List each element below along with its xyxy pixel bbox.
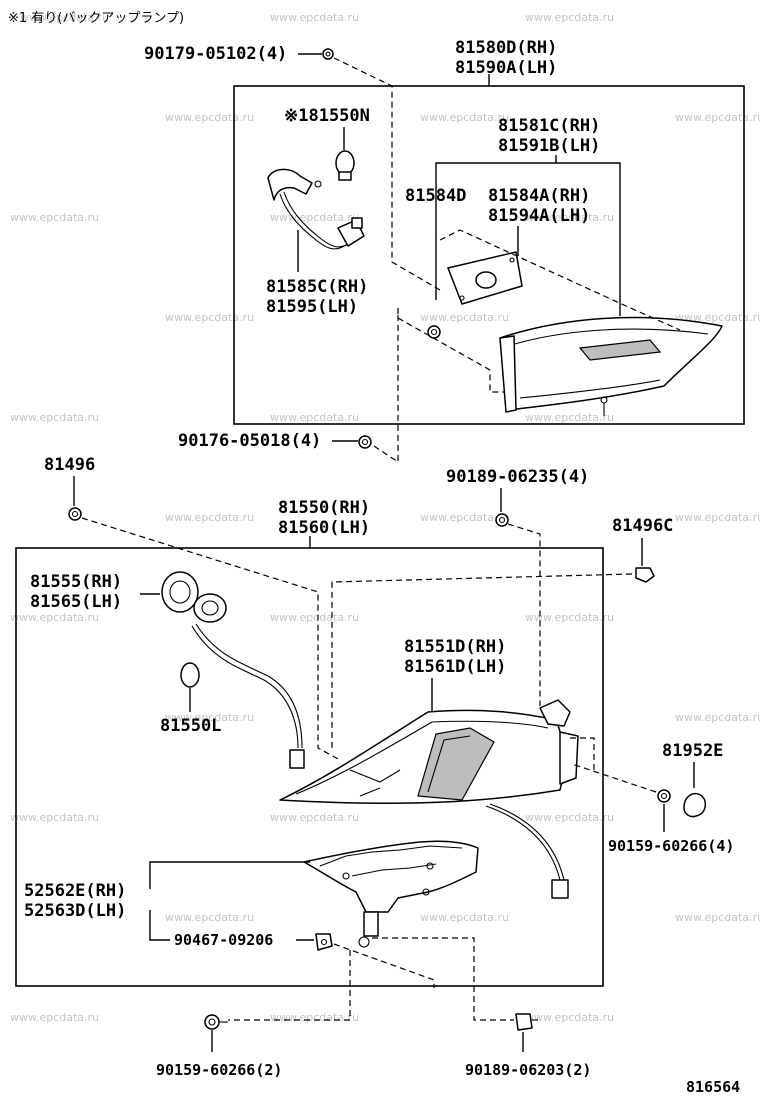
dashed-guide bbox=[507, 523, 541, 706]
watermark: www.epcdata.ru bbox=[20, 11, 109, 24]
watermark: www.epcdata.ru bbox=[270, 811, 359, 824]
dashed-guide bbox=[439, 229, 681, 331]
socket-wire-harness-icon bbox=[161, 571, 305, 769]
part-label-90159-60266-4: 90159-60266(4) bbox=[608, 837, 734, 855]
dashed-guide bbox=[397, 308, 504, 393]
part-label-81590a: 81590A(LH) bbox=[455, 58, 557, 78]
dashed-guide bbox=[228, 950, 351, 1021]
watermark: www.epcdata.ru bbox=[525, 411, 614, 424]
watermark: www.epcdata.ru bbox=[525, 11, 614, 24]
bolt-icon bbox=[515, 1013, 538, 1031]
bracket-line bbox=[435, 162, 621, 316]
dashed-guide bbox=[333, 943, 435, 988]
dashed-guide bbox=[81, 517, 341, 761]
bulb-icon bbox=[180, 662, 200, 688]
mounting-plate-icon bbox=[447, 251, 523, 305]
part-label-81952e: 81952E bbox=[662, 741, 723, 761]
watermark: www.epcdata.ru bbox=[270, 211, 359, 224]
inner-tail-lamp-icon bbox=[499, 316, 723, 416]
watermark: www.epcdata.ru bbox=[10, 411, 99, 424]
part-label-81594a: 81594A(LH) bbox=[488, 206, 590, 226]
watermark: www.epcdata.ru bbox=[165, 711, 254, 724]
watermark: www.epcdata.ru bbox=[165, 111, 254, 124]
bracket-line bbox=[149, 910, 170, 941]
watermark: www.epcdata.ru bbox=[525, 211, 614, 224]
part-label-81585c: 81585C(RH) bbox=[266, 277, 368, 297]
watermark: www.epcdata.ru bbox=[675, 311, 760, 324]
part-label-81565: 81565(LH) bbox=[30, 592, 122, 612]
screw-icon bbox=[657, 789, 671, 803]
part-label-81584d: 81584D bbox=[405, 186, 466, 206]
cap-icon bbox=[683, 792, 707, 818]
watermark: www.epcdata.ru bbox=[675, 111, 760, 124]
watermark: www.epcdata.ru bbox=[10, 811, 99, 824]
part-label-90189-06235: 90189-06235(4) bbox=[446, 467, 589, 487]
clip-icon bbox=[635, 567, 655, 583]
screw-icon bbox=[204, 1014, 228, 1030]
clip-icon bbox=[68, 507, 82, 521]
backup-lamp-note: ※1 有り(バックアップランプ) bbox=[8, 11, 184, 26]
part-label-81555: 81555(RH) bbox=[30, 572, 122, 592]
part-label-81551d: 81551D(RH) bbox=[404, 637, 506, 657]
part-label-81561d: 81561D(LH) bbox=[404, 657, 506, 677]
part-label-90179: 90179-05102(4) bbox=[144, 44, 287, 64]
nut-icon bbox=[322, 48, 334, 60]
watermark: www.epcdata.ru bbox=[270, 411, 359, 424]
dashed-guide bbox=[333, 57, 441, 291]
part-label-90159-60266-2: 90159-60266(2) bbox=[156, 1061, 282, 1079]
bulb-icon bbox=[335, 150, 355, 181]
clip-icon bbox=[315, 933, 333, 951]
watermark: www.epcdata.ru bbox=[165, 311, 254, 324]
part-label-81595: 81595(LH) bbox=[266, 297, 358, 317]
part-label-81581c: 81581C(RH) bbox=[498, 116, 600, 136]
lamp-bracket-icon bbox=[303, 840, 479, 948]
nut-icon bbox=[358, 435, 372, 449]
part-label-81496c: 81496C bbox=[612, 516, 673, 536]
watermark: www.epcdata.ru bbox=[525, 611, 614, 624]
watermark: www.epcdata.ru bbox=[10, 211, 99, 224]
part-label-81550l: 81550L bbox=[160, 716, 221, 736]
clip-icon bbox=[427, 325, 441, 339]
watermark: www.epcdata.ru bbox=[420, 311, 509, 324]
part-label-81591b: 81591B(LH) bbox=[498, 136, 600, 156]
watermark: www.epcdata.ru bbox=[270, 11, 359, 24]
part-label-90176: 90176-05018(4) bbox=[178, 431, 321, 451]
outer-tail-lamp-icon bbox=[279, 699, 579, 899]
dashed-guide bbox=[372, 937, 514, 1021]
watermark: www.epcdata.ru bbox=[525, 1011, 614, 1024]
part-label-90189-06203: 90189-06203(2) bbox=[465, 1061, 591, 1079]
watermark: www.epcdata.ru bbox=[525, 811, 614, 824]
watermark: www.epcdata.ru bbox=[420, 911, 509, 924]
watermark: www.epcdata.ru bbox=[675, 911, 760, 924]
dashed-guide bbox=[373, 310, 399, 464]
part-label-90467: 90467-09206 bbox=[174, 931, 273, 949]
watermark: www.epcdata.ru bbox=[10, 611, 99, 624]
screw-icon bbox=[495, 513, 509, 527]
watermark: www.epcdata.ru bbox=[165, 911, 254, 924]
part-label-81550: 81550(RH) bbox=[278, 498, 370, 518]
part-label-81580d: 81580D(RH) bbox=[455, 38, 557, 58]
figure-number: 816564 bbox=[686, 1078, 740, 1096]
part-label-81584a: 81584A(RH) bbox=[488, 186, 590, 206]
part-label-52562e: 52562E(RH) bbox=[24, 881, 126, 901]
watermark: www.epcdata.ru bbox=[10, 1011, 99, 1024]
socket-wire-harness-icon bbox=[267, 168, 365, 250]
part-label-81550n: ※181550N bbox=[284, 106, 370, 126]
watermark: www.epcdata.ru bbox=[675, 711, 760, 724]
part-label-81496: 81496 bbox=[44, 455, 95, 475]
watermark: www.epcdata.ru bbox=[420, 511, 509, 524]
watermark: www.epcdata.ru bbox=[165, 511, 254, 524]
watermark: www.epcdata.ru bbox=[675, 511, 760, 524]
bracket-line bbox=[149, 861, 310, 889]
watermark: www.epcdata.ru bbox=[270, 1011, 359, 1024]
watermark: www.epcdata.ru bbox=[270, 611, 359, 624]
dashed-guide bbox=[570, 737, 595, 770]
watermark: www.epcdata.ru bbox=[420, 111, 509, 124]
part-label-52563d: 52563D(LH) bbox=[24, 901, 126, 921]
dashed-guide bbox=[571, 763, 657, 793]
part-label-81560: 81560(LH) bbox=[278, 518, 370, 538]
dashed-guide bbox=[331, 573, 633, 752]
